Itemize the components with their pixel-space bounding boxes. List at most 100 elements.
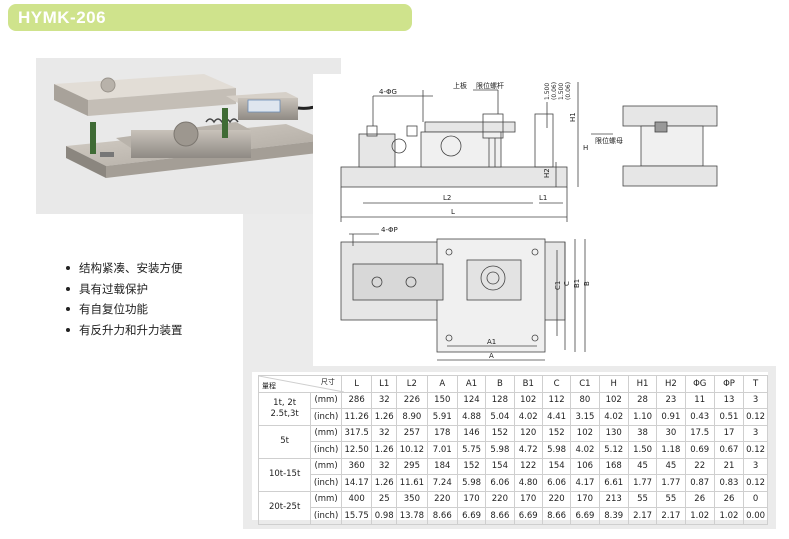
unit-cell: (inch) — [310, 474, 342, 492]
label-H1: H1 — [569, 112, 577, 122]
feature-item: 有自复位功能 — [66, 299, 183, 320]
bullet-icon — [66, 327, 70, 332]
table-cell: 220 — [426, 490, 458, 508]
table-cell: 170 — [570, 490, 600, 508]
table-cell: 6.69 — [513, 507, 543, 525]
label-H2: H2 — [543, 168, 551, 178]
range-cell: 10t-15t — [257, 457, 312, 492]
table-cell: 6.69 — [570, 507, 600, 525]
load-cell-module-illustration — [54, 74, 332, 178]
column-header-9: H — [598, 375, 629, 393]
table-cell: 4.72 — [513, 441, 543, 459]
table-cell: 170 — [513, 490, 543, 508]
table-cell: 26 — [713, 490, 745, 508]
range-cell: 5t — [257, 424, 312, 459]
column-header-3: A — [426, 375, 458, 393]
table-cell: 4.17 — [570, 474, 600, 492]
table-cell: 1.02 — [684, 507, 715, 525]
table-cell: 15.75 — [340, 507, 373, 525]
table-cell: 38 — [627, 424, 658, 442]
table-cell: 1.26 — [371, 441, 398, 459]
table-cell: 184 — [426, 457, 458, 475]
table-cell: 152 — [456, 457, 487, 475]
table-cell: 6.61 — [598, 474, 629, 492]
unit-cell: (mm) — [310, 490, 342, 508]
table-cell: 0.87 — [684, 474, 715, 492]
table-cell: 11 — [684, 391, 715, 409]
bullet-icon — [66, 266, 70, 271]
label-dim-4: (0.06) — [565, 82, 572, 100]
column-header-11: H2 — [656, 375, 686, 393]
column-header-13: ΦP — [713, 375, 745, 393]
table-cell: 168 — [598, 457, 629, 475]
label-A1: A1 — [487, 338, 496, 346]
table-cell: 350 — [396, 490, 428, 508]
table-cell: 112 — [541, 391, 572, 409]
top-view-labels: 4-ΦP C1 C B1 B A1 A — [381, 226, 591, 360]
table-cell: 5.91 — [426, 408, 458, 426]
table-cell: 102 — [598, 391, 629, 409]
column-header-0: L — [340, 375, 373, 393]
table-cell: 120 — [513, 424, 543, 442]
table-cell: 8.90 — [396, 408, 428, 426]
label-bolt-holes-bottom: 4-ΦP — [381, 226, 398, 234]
table-cell: 0.43 — [684, 408, 715, 426]
table-cell: 130 — [598, 424, 629, 442]
column-header-1: L1 — [371, 375, 398, 393]
unit-cell: (inch) — [310, 507, 342, 525]
label-A: A — [489, 352, 494, 360]
table-cell: 80 — [570, 391, 600, 409]
column-header-6: B1 — [513, 375, 543, 393]
table-cell: 0.98 — [371, 507, 398, 525]
bullet-icon — [66, 307, 70, 312]
feature-item: 有反升力和升力装置 — [66, 320, 183, 341]
corner-label-top: 尺寸 — [320, 378, 335, 386]
table-cell: 13.78 — [396, 507, 428, 525]
table-cell: 1.10 — [627, 408, 658, 426]
table-cell: 3 — [743, 424, 768, 442]
table-cell: 170 — [456, 490, 487, 508]
table-cell: 32 — [371, 391, 398, 409]
product-photo — [36, 58, 341, 214]
table-cell: 122 — [513, 457, 543, 475]
column-header-5: B — [485, 375, 515, 393]
table-cell: 0.12 — [743, 441, 768, 459]
table-cell: 1.77 — [627, 474, 658, 492]
column-header-2: L2 — [396, 375, 428, 393]
table-cell: 3 — [743, 457, 768, 475]
bullet-icon — [66, 286, 70, 291]
table-cell: 178 — [426, 424, 458, 442]
table-cell: 128 — [485, 391, 515, 409]
label-limit-screw: 限位螺杆 — [476, 81, 504, 90]
table-cell: 17 — [713, 424, 745, 442]
table-cell: 286 — [340, 391, 373, 409]
table-cell: 7.01 — [426, 441, 458, 459]
label-C1: C1 — [554, 281, 562, 290]
table-cell: 4.88 — [456, 408, 487, 426]
table-cell: 154 — [541, 457, 572, 475]
table-cell: 220 — [541, 490, 572, 508]
label-B1: B1 — [573, 279, 581, 288]
table-cell: 55 — [627, 490, 658, 508]
table-cell: 0.69 — [684, 441, 715, 459]
table-cell: 23 — [656, 391, 686, 409]
table-cell: 0.67 — [713, 441, 745, 459]
table-corner-cell: 尺寸 量程 — [258, 375, 344, 393]
table-cell: 124 — [456, 391, 487, 409]
table-cell: 0.51 — [713, 408, 745, 426]
table-cell: 30 — [656, 424, 686, 442]
product-title: HYMK-206 — [18, 7, 107, 27]
column-header-8: C1 — [570, 375, 600, 393]
column-header-10: H1 — [627, 375, 658, 393]
table-cell: 7.24 — [426, 474, 458, 492]
table-cell: 55 — [656, 490, 686, 508]
table-cell: 295 — [396, 457, 428, 475]
table-cell: 400 — [340, 490, 373, 508]
